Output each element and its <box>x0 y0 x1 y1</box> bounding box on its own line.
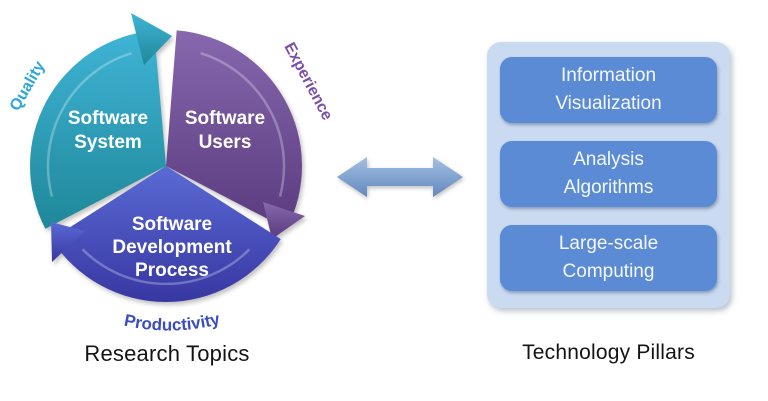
software-system-wedge-shape <box>30 30 167 229</box>
software-development-process-label-line1: Software <box>132 214 212 235</box>
wedge-highlight-arc <box>81 248 251 286</box>
pillar-label-line2: Computing <box>562 261 655 282</box>
pillar-large-scale-computing: Large-scale Computing <box>500 225 717 291</box>
cycle-arrowhead-blue-icon <box>51 222 85 262</box>
double-headed-arrow-icon <box>337 157 463 197</box>
pillar-analysis-algorithms: Analysis Algorithms <box>500 141 717 207</box>
wedge-highlight-arc <box>46 52 132 197</box>
software-development-process-label-line3: Process <box>135 260 209 281</box>
software-users-label-line2: Users <box>199 132 252 153</box>
wedge-highlight-arc <box>200 52 286 197</box>
software-users-wedge-shape <box>166 30 302 229</box>
connector-figure <box>337 157 463 197</box>
software-users-label-line1: Software <box>185 108 265 129</box>
productivity-label: Productivity <box>123 309 223 334</box>
cycle-arrowhead-purple-icon <box>263 202 305 239</box>
wedge-software-users: Software Users <box>166 30 305 239</box>
wedge-software-development-process: Software Development Process <box>51 166 281 303</box>
research-cycle-figure: Software System Software Users Software … <box>7 13 336 335</box>
pillar-information-visualization: Information Visualization <box>500 57 717 123</box>
pillar-label-line2: Visualization <box>555 93 662 114</box>
software-system-label-line2: System <box>74 132 142 153</box>
research-caption: Research Topics <box>84 341 250 366</box>
cycle-arrowhead-teal-icon <box>131 13 172 65</box>
technology-caption: Technology Pillars <box>522 341 695 364</box>
quality-label: Quality <box>7 58 49 114</box>
software-development-process-label-line2: Development <box>112 237 232 258</box>
technology-panel: Information Visualization Analysis Algor… <box>487 42 730 308</box>
pillar-label-line1: Analysis <box>573 149 644 170</box>
pillar-label-line1: Information <box>560 65 657 86</box>
pillar-label-line1: Large-scale <box>558 233 659 254</box>
software-system-label-line1: Software <box>68 108 148 129</box>
wedge-software-system: Software System <box>30 13 172 229</box>
pillar-label-line2: Algorithms <box>563 177 654 198</box>
software-development-process-wedge-shape <box>51 166 281 303</box>
